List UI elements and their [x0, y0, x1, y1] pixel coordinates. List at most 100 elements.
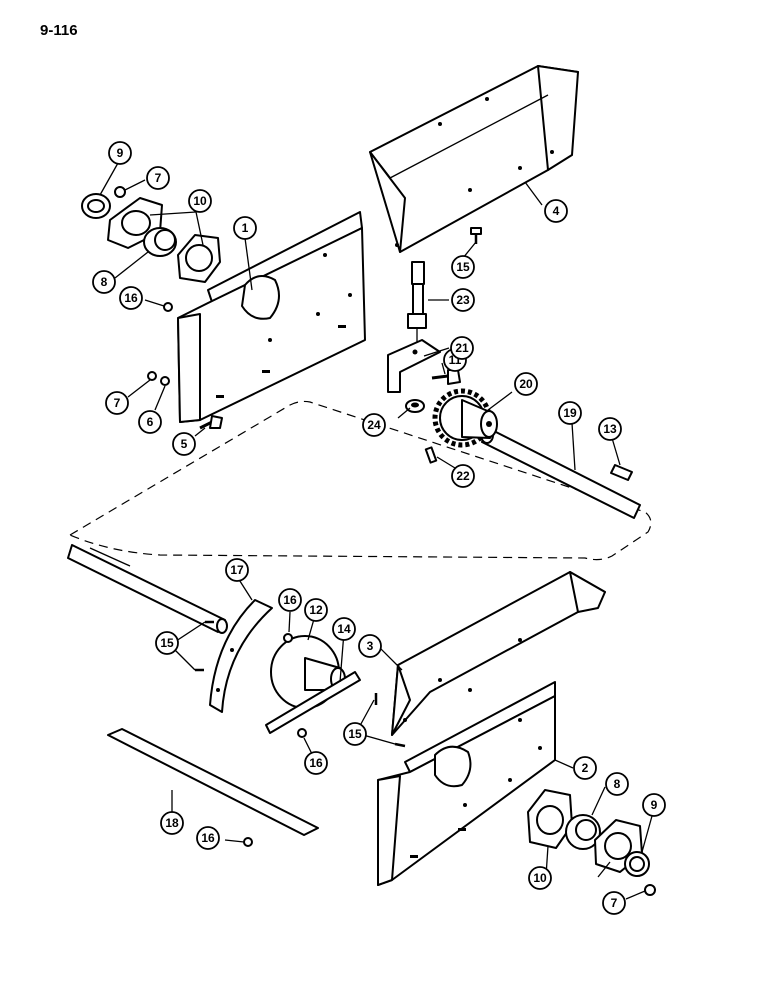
part-18-strip — [107, 728, 319, 836]
callout-7-upper[interactable]: 7 — [146, 166, 170, 190]
svg-text:16: 16 — [124, 291, 138, 305]
callout-7-lower[interactable]: 7 — [602, 891, 626, 915]
svg-text:16: 16 — [201, 831, 215, 845]
part-13-key — [610, 464, 633, 481]
svg-text:7: 7 — [114, 396, 121, 410]
callout-15-lower[interactable]: 15 — [343, 722, 367, 746]
part-15-bolt-left — [195, 620, 214, 672]
part-16-nut-bottom — [243, 837, 253, 847]
assembly-outline — [68, 400, 652, 561]
callout-9-lower[interactable]: 9 — [642, 793, 666, 817]
callout-24[interactable]: 24 — [362, 413, 386, 437]
part-10-flange-lower-a — [527, 789, 573, 849]
callout-7-mid[interactable]: 7 — [105, 391, 129, 415]
part-9-bearing-upper — [81, 193, 111, 219]
svg-text:23: 23 — [456, 293, 470, 307]
callout-23[interactable]: 23 — [451, 288, 475, 312]
part-3-lower-trough — [391, 571, 606, 736]
part-1-upper-side-panel — [177, 211, 366, 423]
callout-21[interactable]: 21 — [450, 336, 474, 360]
part-23-sensor — [407, 261, 427, 342]
part-21-bracket — [387, 339, 441, 393]
svg-text:18: 18 — [165, 816, 179, 830]
svg-text:16: 16 — [309, 756, 323, 770]
svg-text:21: 21 — [455, 341, 469, 355]
part-22-key — [424, 446, 438, 464]
part-17-shield — [209, 599, 273, 713]
svg-text:1: 1 — [242, 221, 249, 235]
part-11-bolt — [431, 369, 461, 385]
svg-text:14: 14 — [337, 622, 351, 636]
svg-text:19: 19 — [563, 406, 577, 420]
part-5-bolt — [199, 415, 223, 430]
svg-text:16: 16 — [283, 593, 297, 607]
callout-19[interactable]: 19 — [558, 401, 582, 425]
callout-13[interactable]: 13 — [598, 417, 622, 441]
svg-text:7: 7 — [611, 896, 618, 910]
callout-8-upper[interactable]: 8 — [92, 270, 116, 294]
part-7-nut-lower — [644, 884, 656, 896]
svg-text:7: 7 — [155, 171, 162, 185]
page-number: 9-116 — [40, 22, 78, 39]
svg-text:3: 3 — [367, 639, 374, 653]
part-20-gear — [432, 388, 498, 448]
svg-text:17: 17 — [230, 563, 244, 577]
callout-10-upper[interactable]: 10 — [188, 189, 212, 213]
callout-1[interactable]: 1 — [233, 216, 257, 240]
part-8-bearing-insert-lower — [565, 814, 601, 850]
svg-text:5: 5 — [181, 437, 188, 451]
svg-text:2: 2 — [582, 761, 589, 775]
svg-text:15: 15 — [348, 727, 362, 741]
callout-16-lower[interactable]: 16 — [304, 751, 328, 775]
callout-3[interactable]: 3 — [358, 634, 382, 658]
callout-10-lower[interactable]: 10 — [528, 866, 552, 890]
svg-text:12: 12 — [309, 603, 323, 617]
part-2-lower-side-panel — [377, 681, 556, 886]
callout-20[interactable]: 20 — [514, 372, 538, 396]
svg-text:6: 6 — [147, 415, 154, 429]
part-9-bearing-lower — [624, 851, 650, 877]
part-15-bolt-lower — [374, 693, 406, 748]
lower-shaft — [67, 544, 228, 634]
part-7-nut-mid — [147, 371, 157, 381]
part-6-washer — [160, 376, 170, 386]
callout-16-mid[interactable]: 16 — [278, 588, 302, 612]
part-12-hub — [270, 635, 346, 709]
svg-text:8: 8 — [101, 275, 108, 289]
callout-17[interactable]: 17 — [225, 558, 249, 582]
part-16-nut-mid — [283, 633, 293, 643]
callout-15-upper[interactable]: 15 — [451, 255, 475, 279]
svg-text:9: 9 — [117, 146, 124, 160]
svg-text:10: 10 — [193, 194, 207, 208]
callout-14[interactable]: 14 — [332, 617, 356, 641]
part-8-bearing-insert-upper — [143, 227, 177, 257]
callout-16-bottom[interactable]: 16 — [196, 826, 220, 850]
callout-22[interactable]: 22 — [451, 464, 475, 488]
callout-2[interactable]: 2 — [573, 756, 597, 780]
svg-text:9: 9 — [651, 798, 658, 812]
part-24-nut — [405, 399, 425, 413]
callout-15-left[interactable]: 15 — [155, 631, 179, 655]
callout-8-lower[interactable]: 8 — [605, 772, 629, 796]
callout-16-upper[interactable]: 16 — [119, 286, 143, 310]
part-14-strip — [265, 671, 361, 734]
callout-6[interactable]: 6 — [138, 410, 162, 434]
callout-4[interactable]: 4 — [544, 199, 568, 223]
svg-text:22: 22 — [456, 469, 470, 483]
callout-18[interactable]: 18 — [160, 811, 184, 835]
svg-text:10: 10 — [533, 871, 547, 885]
callout-12[interactable]: 12 — [304, 598, 328, 622]
svg-text:8: 8 — [614, 777, 621, 791]
svg-text:4: 4 — [553, 204, 560, 218]
svg-text:13: 13 — [603, 422, 617, 436]
callout-5[interactable]: 5 — [172, 432, 196, 456]
part-4-upper-trough — [369, 65, 579, 253]
part-16-nut-upper — [163, 302, 173, 312]
part-15-bolt-upper — [470, 227, 482, 244]
callout-9-upper[interactable]: 9 — [108, 141, 132, 165]
svg-text:15: 15 — [456, 260, 470, 274]
part-10-flange-upper-b — [177, 234, 221, 283]
svg-text:20: 20 — [519, 377, 533, 391]
svg-text:15: 15 — [160, 636, 174, 650]
